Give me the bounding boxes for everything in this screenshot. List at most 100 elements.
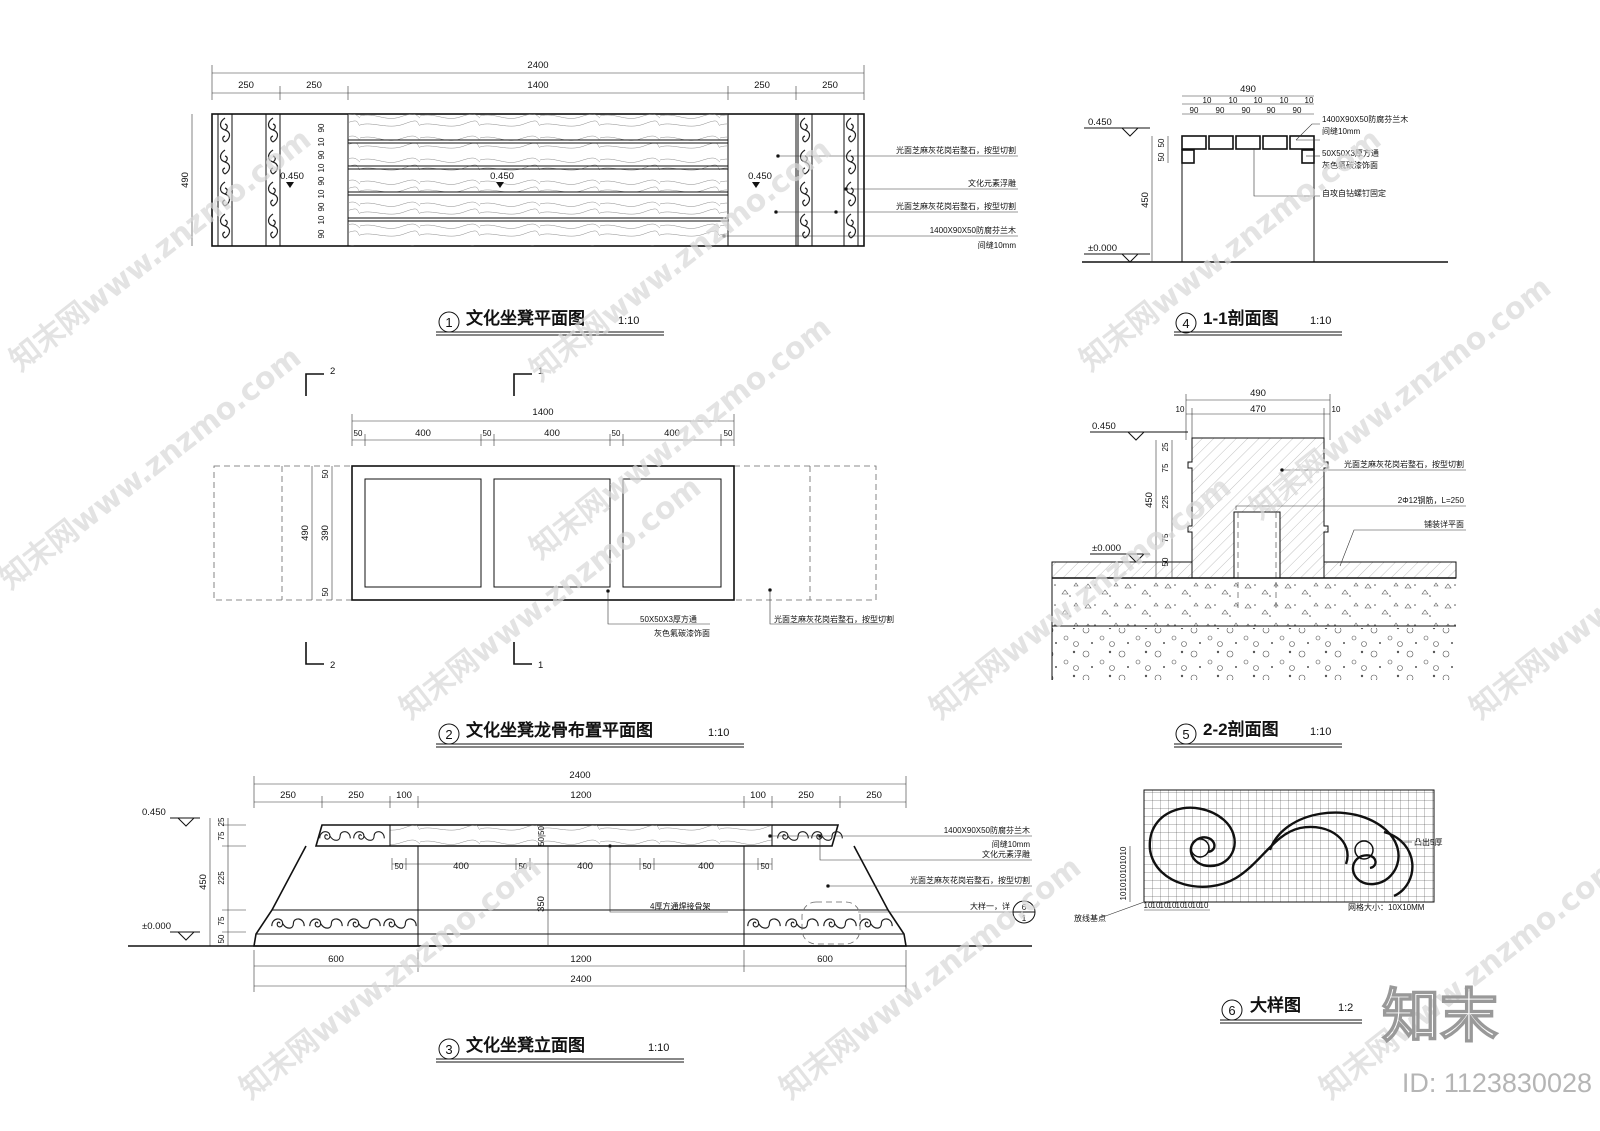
frame-vseg-dim: 50 [321, 587, 330, 596]
sec1-note: 间缝10mm [1322, 126, 1361, 136]
detail-left-dim: 10 [1119, 882, 1128, 891]
cut-label: 1 [538, 366, 543, 377]
detail-bottom-dim: 10 [1144, 901, 1153, 910]
sec2-vdim: 225 [1161, 495, 1170, 509]
sec1-note: 自攻自钻螺钉固定 [1322, 188, 1386, 198]
plan-depth-dim: 490 [180, 172, 191, 188]
elev-note: 间缝10mm [992, 839, 1031, 849]
elev-mid-dim: 400 [453, 861, 469, 872]
level-marker-icon [1084, 127, 1150, 263]
watermark: 知末网www.znzmo.com [1073, 122, 1388, 379]
view-plan: 2400 250 250 1400 250 250 490 [180, 60, 1018, 336]
detail-note: 放线基点 [1074, 913, 1106, 923]
elev-mid-dim: 400 [698, 861, 714, 872]
view-title: 文化坐凳平面图 [466, 308, 585, 328]
sec1-board-dim: 90 [1242, 106, 1251, 115]
sec1-note: 1400X90X50防腐芬兰木 [1322, 114, 1408, 124]
plan-seg-dim: 250 [238, 80, 254, 91]
board-dim: 90 [317, 176, 326, 185]
elev-mid-dim: 50 [761, 862, 770, 871]
sec2-sub-dim: 10 [1332, 405, 1341, 414]
sec1-height-dim: 450 [1140, 192, 1151, 208]
elev-mid-dim: 50 [395, 862, 404, 871]
plan-note: 间缝10mm [978, 240, 1017, 250]
elev-top-dim: 250 [798, 790, 814, 801]
sec1-board-dim: 90 [1293, 106, 1302, 115]
detail-bottom-dim: 10 [1192, 901, 1201, 910]
frame-note: 50X50X3厚方通 [640, 614, 697, 624]
elev-note: 大样一，详 [970, 901, 1010, 911]
elev-vdim: 25 [217, 817, 226, 826]
elev-height-dim: 450 [198, 874, 209, 890]
frame-seg-dim: 400 [415, 428, 431, 439]
sec2-sub-dim: 470 [1250, 404, 1266, 415]
frame-note: 光面芝麻灰花岗岩整石，按型切割 [774, 614, 894, 624]
sec2-note: 铺装详平面 [1424, 519, 1464, 529]
detail-left-dim: 10 [1119, 873, 1128, 882]
view-title: 大样图 [1250, 995, 1301, 1015]
level-marker-icon [170, 817, 200, 941]
view-scale: 1:10 [708, 727, 729, 739]
sec1-board-dim: 90 [1190, 106, 1199, 115]
plan-seg-dim: 250 [754, 80, 770, 91]
view-section-2-2: 490 10 470 10 0.450 ±0.000 25 75 225 75 … [1051, 388, 1466, 748]
view-number: 5 [1182, 727, 1189, 742]
plan-note: 光面芝麻灰花岗岩整石，按型切割 [896, 201, 1016, 211]
sec1-gap-dim: 10 [1229, 96, 1238, 105]
board-dim: 90 [317, 150, 326, 159]
detail-left-dim: 10 [1119, 891, 1128, 900]
detail-note: 凸出5厚 [1414, 837, 1442, 847]
plan-note: 1400X90X50防腐芬兰木 [930, 225, 1016, 235]
elev-top-dim: 1200 [570, 790, 591, 801]
elev-mid-dim: 50 [519, 862, 528, 871]
watermark: 知末网www.znzmo.com [0, 340, 308, 597]
plan-level: 0.450 [280, 171, 304, 182]
elev-note: 光面芝麻灰花岗岩整石，按型切割 [910, 875, 1030, 885]
sec1-total-dim: 490 [1240, 84, 1256, 95]
elev-mid-dim: 400 [577, 861, 593, 872]
sec1-board-dim: 90 [1267, 106, 1276, 115]
sec1-vdim: 50 [1157, 152, 1166, 161]
view-scale: 1:10 [1310, 315, 1331, 327]
board-dim: 90 [317, 123, 326, 132]
detail-left-dim: 10 [1119, 864, 1128, 873]
sec2-sub-dim: 10 [1176, 405, 1185, 414]
elev-inner-vdim: 50|50 [537, 826, 546, 846]
board-dim: 90 [317, 229, 326, 238]
sec1-board-dim: 90 [1216, 106, 1225, 115]
watermark: 知末网www.znzmo.com [1463, 470, 1600, 727]
watermark: 知末网www.znzmo.com [3, 122, 318, 379]
cut-label: 2 [330, 660, 335, 671]
board-dim: 10 [317, 215, 326, 224]
elev-note: 1400X90X50防腐芬兰木 [944, 825, 1030, 835]
view-scale: 1:10 [648, 1042, 669, 1054]
view-number: 2 [445, 727, 452, 742]
elev-vdim: 75 [217, 916, 226, 925]
sec2-level: 0.450 [1092, 421, 1116, 432]
sec1-level: 0.450 [1088, 117, 1112, 128]
sec1-level: ±0.000 [1088, 243, 1117, 254]
board-dim: 90 [317, 202, 326, 211]
detail-bottom-dim: 10 [1160, 901, 1169, 910]
view-frame-plan: 1400 50 400 50 400 50 400 50 490 50 390 … [213, 366, 894, 748]
view-number: 3 [445, 1042, 452, 1057]
section-cut-marker-icon [305, 373, 532, 665]
view-scale: 1:2 [1338, 1002, 1353, 1014]
frame-seg-dim: 400 [664, 428, 680, 439]
elev-top-dim: 100 [396, 790, 412, 801]
detail-bottom-dim: 10 [1152, 901, 1161, 910]
frame-seg-dim: 50 [612, 429, 621, 438]
board-dim: 10 [317, 137, 326, 146]
sec2-vdim: 75 [1161, 463, 1170, 472]
view-scale: 1:10 [618, 315, 639, 327]
view-title: 2-2剖面图 [1203, 719, 1279, 739]
sec2-note: 光面芝麻灰花岗岩整石，按型切割 [1344, 459, 1464, 469]
sec1-gap-dim: 10 [1305, 96, 1314, 105]
plan-total-dim: 2400 [527, 60, 548, 71]
elev-total-bot-dim: 2400 [570, 974, 591, 985]
plan-note: 文化元素浮雕 [968, 178, 1016, 188]
elev-bot-dim: 600 [328, 954, 344, 965]
level-marker-icon [1090, 431, 1188, 563]
scroll-ornament-icon [1148, 806, 1414, 898]
